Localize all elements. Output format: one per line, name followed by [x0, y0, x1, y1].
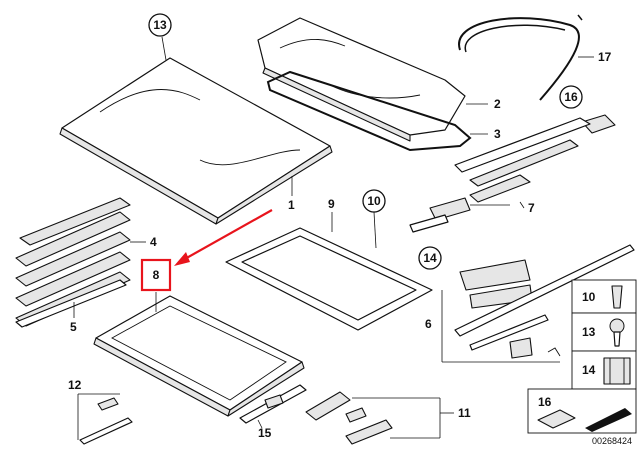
part-8-sunshade[interactable]	[93, 295, 305, 417]
svg-text:10: 10	[582, 290, 596, 304]
callout-17[interactable]: 17	[598, 50, 612, 64]
callout-16-top[interactable]: 16	[559, 85, 583, 109]
leader-10	[373, 211, 377, 249]
legend-item-10[interactable]: 10	[571, 279, 637, 314]
part-9-frame[interactable]	[225, 227, 433, 331]
part-7-guide-rail-assembly[interactable]	[409, 139, 579, 233]
svg-text:13: 13	[153, 18, 167, 32]
callout-9[interactable]: 9	[328, 197, 335, 211]
leader-13	[161, 36, 167, 61]
svg-text:10: 10	[367, 194, 381, 208]
legend-item-16[interactable]: 16	[527, 388, 637, 434]
callout-13[interactable]: 13	[148, 13, 172, 37]
highlight-box	[140, 258, 172, 292]
callout-6[interactable]: 6	[425, 317, 432, 331]
part-12-clips[interactable]	[79, 397, 133, 445]
highlight-arrow	[174, 209, 273, 266]
part-5-trim-strip[interactable]	[15, 279, 127, 328]
part-16-bracket[interactable]	[454, 114, 616, 173]
svg-text:14: 14	[423, 251, 437, 265]
callout-14[interactable]: 14	[418, 246, 442, 270]
part-2-glass-panel[interactable]	[257, 17, 466, 142]
callout-11[interactable]: 11	[458, 406, 471, 420]
svg-text:16: 16	[564, 90, 578, 104]
part-6-rail-components[interactable]	[454, 244, 635, 359]
legend-item-14[interactable]: 14	[571, 350, 637, 390]
callout-2[interactable]: 2	[494, 97, 501, 111]
callout-8[interactable]: 8	[153, 268, 160, 282]
reference-number: 00268424	[592, 436, 632, 446]
svg-text:14: 14	[582, 363, 596, 377]
part-17-cable[interactable]	[458, 14, 583, 101]
legend-item-13[interactable]: 13	[571, 312, 637, 352]
callout-4[interactable]: 4	[150, 235, 157, 249]
part-15-bracket[interactable]	[239, 384, 307, 424]
callout-5[interactable]: 5	[70, 320, 77, 334]
leader-15	[257, 419, 263, 429]
callout-1[interactable]: 1	[288, 198, 295, 212]
part-13-headliner-panel[interactable]	[59, 57, 333, 225]
callout-3[interactable]: 3	[494, 127, 501, 141]
callout-7[interactable]: 7	[528, 201, 535, 215]
svg-text:13: 13	[582, 325, 596, 339]
part-11-clips[interactable]	[305, 391, 393, 445]
svg-text:16: 16	[538, 395, 552, 409]
callout-10[interactable]: 10	[362, 189, 386, 213]
leader-7	[519, 201, 525, 209]
callout-12[interactable]: 12	[68, 378, 82, 392]
part-3-glass-seal[interactable]	[266, 70, 472, 152]
callout-15[interactable]: 15	[258, 426, 272, 440]
